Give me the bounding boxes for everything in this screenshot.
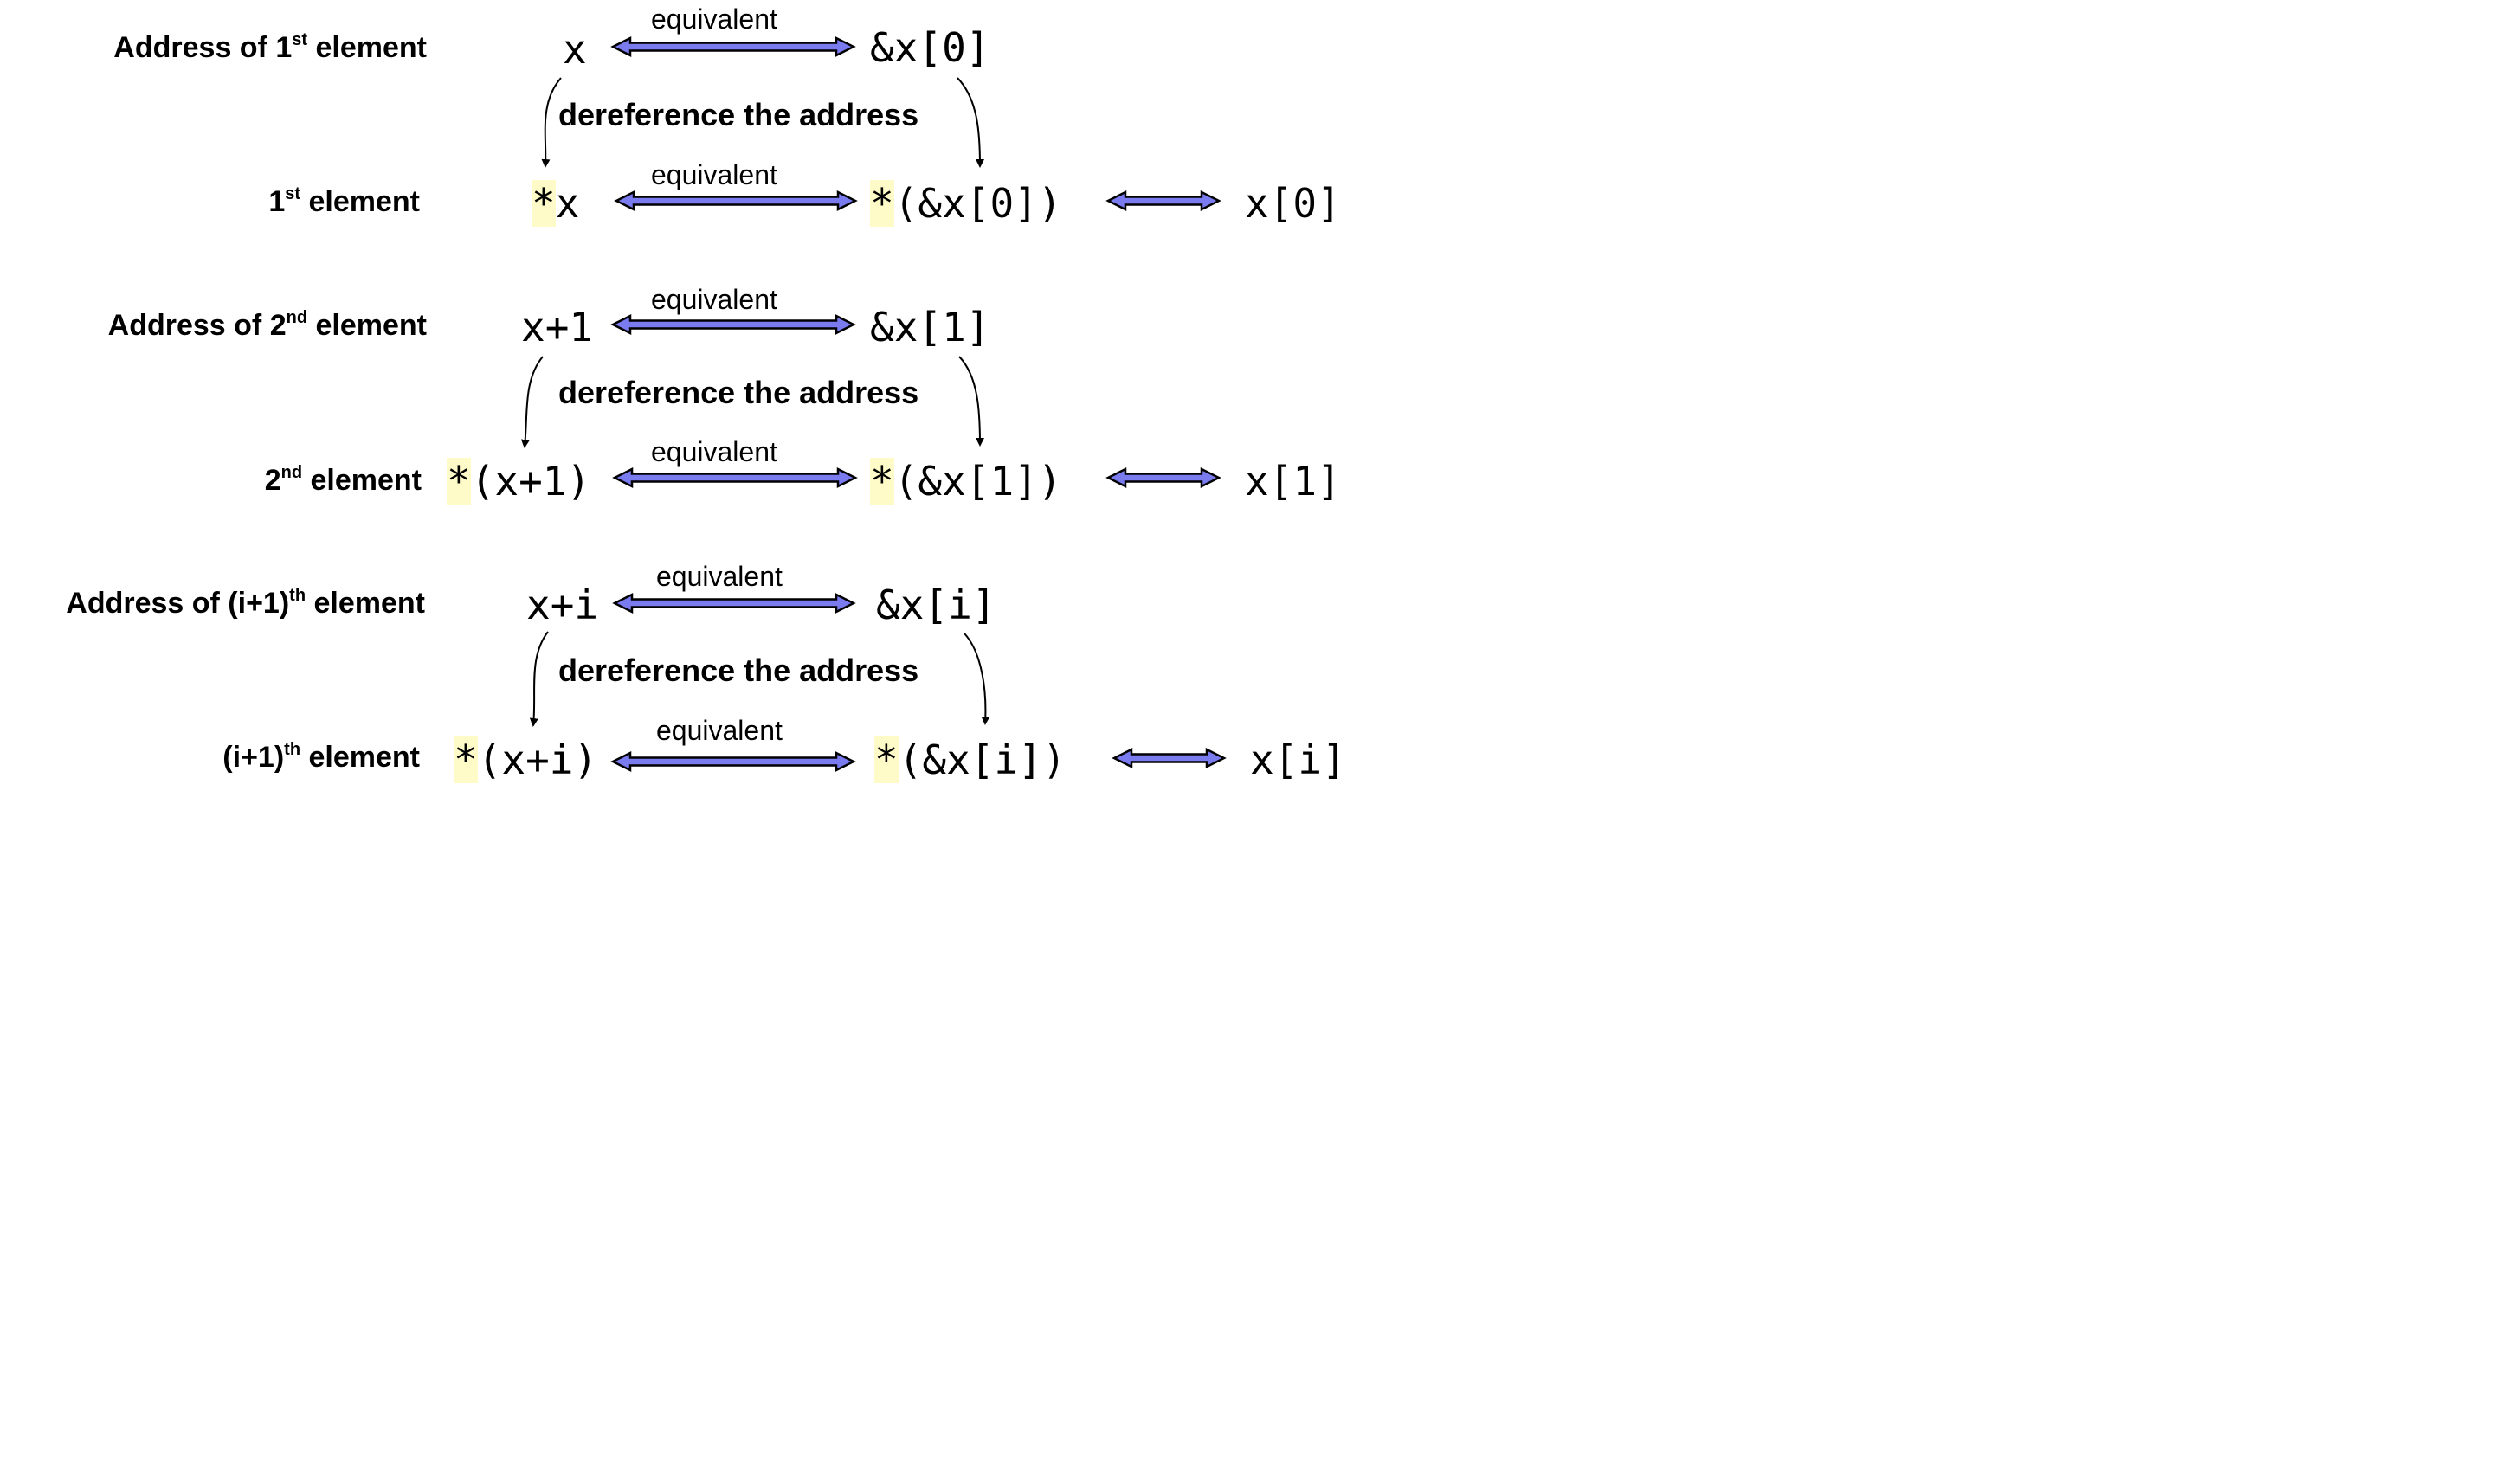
row-label-address-i-plus-1th: Address of (i+1)th element [66,586,425,620]
equivalent-label: equivalent [651,159,777,190]
expr-x: x [563,26,587,73]
expr-x-plus-i: x+i [526,582,599,628]
expr-deref-x-plus-1: *(x+1) [447,458,591,505]
equivalent-label: equivalent [656,715,783,746]
expr-deref-x-plus-i: *(x+i) [454,736,598,783]
expr-deref-address-x1: *(&x[1]) [870,458,1062,505]
dereference-arrow-right [958,356,984,447]
row-label-1st-element: 1st element [268,184,420,218]
row-label-address-1st: Address of 1st element [113,30,427,64]
equivalent-arrow [612,466,858,489]
expr-x0: x[0] [1245,180,1341,227]
dereference-arrow-right [957,77,984,168]
dereference-label: dereference the address [558,97,919,132]
expr-x-plus-1: x+1 [521,304,594,350]
expr-deref-x: *x [532,180,580,227]
dereference-arrow-left [529,631,549,727]
dereference-label: dereference the address [558,375,919,410]
expr-deref-address-xi: *(&x[i]) [874,736,1067,783]
equivalent-arrow-final [1105,466,1221,489]
dereference-arrow-left [520,356,544,448]
row-label-2nd-element: 2nd element [264,463,422,497]
dereference-label: dereference the address [558,653,919,688]
equivalent-label: equivalent [651,284,777,315]
equivalent-arrow [610,750,856,773]
dereference-arrow-left [541,77,562,168]
dereference-arrow-right [964,633,990,725]
row-label-i-plus-1th-element: (i+1)th element [222,740,420,774]
equivalent-arrow [612,592,856,614]
row-label-address-2nd: Address of 2nd element [107,308,427,342]
expr-address-x1: &x[1] [870,304,990,350]
equivalent-label: equivalent [651,436,777,467]
expr-address-xi: &x[i] [876,582,996,628]
equivalent-arrow-final [1105,190,1221,212]
equivalent-arrow [610,313,856,336]
equivalent-arrow [614,190,858,212]
expr-address-x0: &x[0] [870,24,990,71]
arrows-layer [520,35,1227,773]
expr-x1: x[1] [1245,458,1341,505]
equivalent-label: equivalent [651,3,777,35]
expr-deref-address-x0: *(&x[0]) [870,180,1062,227]
expr-xi: x[i] [1250,736,1346,783]
equivalent-arrow [610,35,856,58]
pointer-equivalence-diagram: Address of 1st element x equivalent &x[0… [0,0,1350,793]
equivalent-arrow-final [1112,747,1227,769]
equivalent-label: equivalent [656,561,783,592]
